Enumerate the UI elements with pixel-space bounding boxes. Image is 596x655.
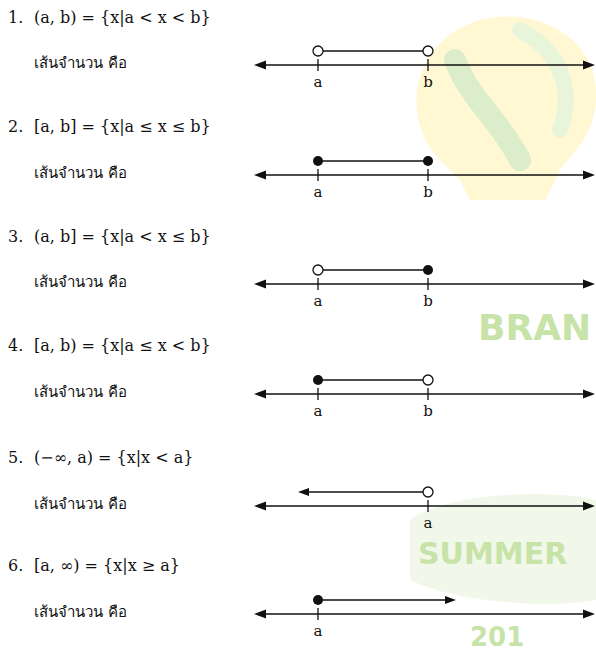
point-label: a	[424, 514, 433, 532]
number-line-4	[254, 375, 595, 400]
number-line-2	[254, 156, 595, 181]
item-number: 1.	[8, 8, 23, 27]
item-number: 6.	[8, 556, 23, 575]
point-label: a	[314, 183, 323, 201]
item-number: 5.	[8, 448, 23, 467]
number-line-caption: เส้นจำนวน คือ	[34, 164, 127, 182]
number-line-1	[254, 46, 595, 71]
point-label: b	[423, 402, 433, 420]
number-line-caption: เส้นจำนวน คือ	[34, 495, 127, 513]
interval-formula: [a, b] = {x|a ≤ x ≤ b}	[34, 117, 211, 136]
bulb-watermark	[410, 17, 596, 604]
watermark: SUMMER	[418, 536, 567, 572]
point-label: b	[423, 73, 433, 91]
point-label: a	[314, 73, 323, 91]
interval-formula: [a, b) = {x|a ≤ x < b}	[34, 336, 211, 355]
point-label: a	[314, 292, 323, 310]
interval-formula: [a, ∞) = {x|x ≥ a}	[34, 556, 180, 575]
number-line-5	[254, 487, 595, 512]
watermark: 201	[470, 622, 524, 653]
point-label: b	[423, 292, 433, 310]
number-line-caption: เส้นจำนวน คือ	[34, 273, 127, 291]
item-number: 3.	[8, 227, 23, 246]
number-line-3	[254, 265, 595, 290]
point-label: a	[314, 622, 323, 640]
item-number: 2.	[8, 117, 23, 136]
interval-formula: (−∞, a) = {x|x < a}	[34, 448, 193, 467]
watermark: BRAN	[478, 306, 591, 349]
interval-formula: (a, b) = {x|a < x < b}	[34, 8, 211, 27]
point-label: b	[423, 183, 433, 201]
interval-formula: (a, b] = {x|a < x ≤ b}	[34, 227, 211, 246]
number-line-caption: เส้นจำนวน คือ	[34, 54, 127, 72]
number-line-6	[254, 595, 595, 620]
number-line-caption: เส้นจำนวน คือ	[34, 383, 127, 401]
item-number: 4.	[8, 336, 23, 355]
point-label: a	[314, 402, 323, 420]
number-line-caption: เส้นจำนวน คือ	[34, 603, 127, 621]
